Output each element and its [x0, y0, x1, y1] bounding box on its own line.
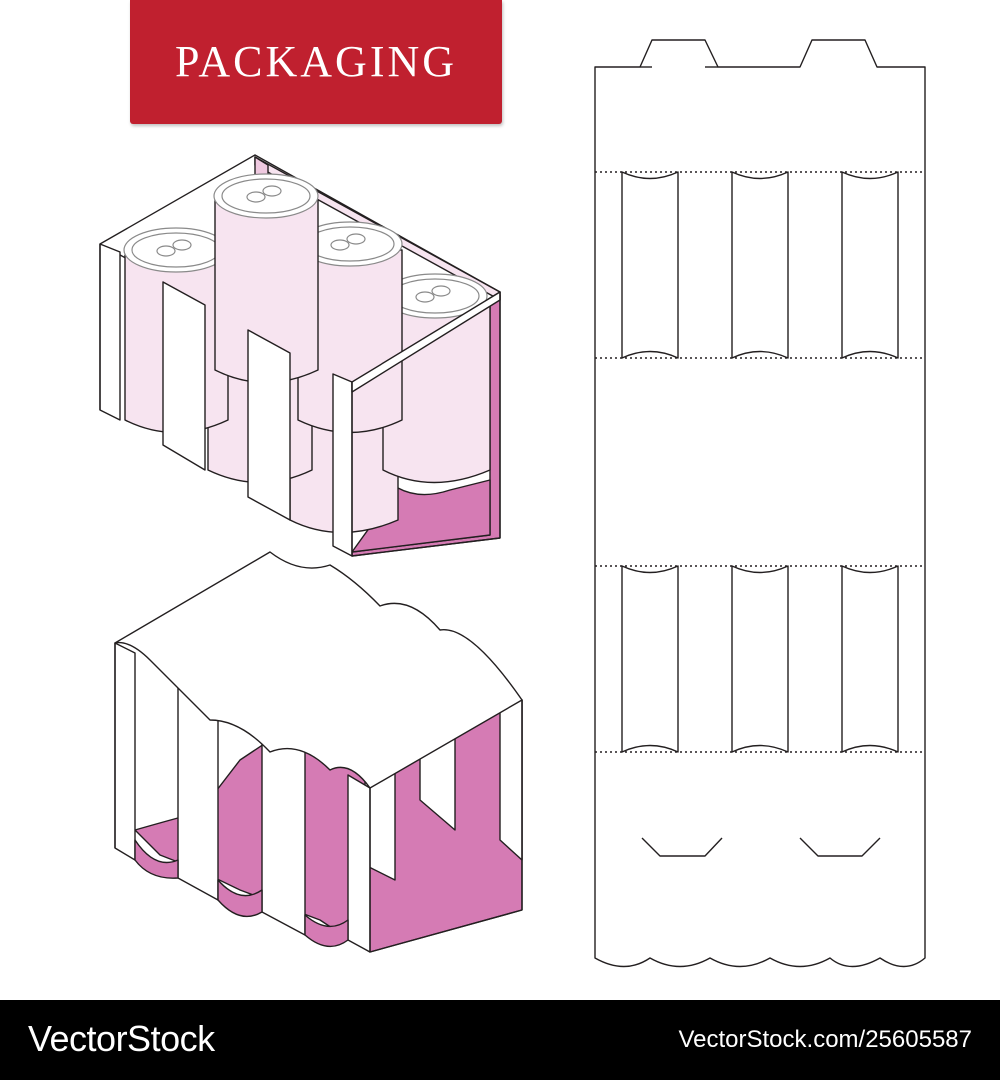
footer-brand-logo: VectorStock [28, 1018, 215, 1059]
assembled-box-with-cans [99, 154, 501, 557]
empty-sleeve-box [114, 551, 523, 953]
dieline-upper-panel [621, 171, 899, 359]
can-back-right [213, 173, 319, 384]
dieline-template [594, 39, 926, 968]
footer-url: VectorStock.com/25605587 [678, 1026, 972, 1053]
page-title: PACKAGING [174, 37, 458, 86]
packaging-illustration [99, 39, 926, 968]
title-banner: PACKAGING [130, 0, 502, 124]
footer-bar: VectorStock VectorStock.com/25605587 [0, 1000, 1000, 1080]
dieline-lower-panel [621, 565, 899, 753]
